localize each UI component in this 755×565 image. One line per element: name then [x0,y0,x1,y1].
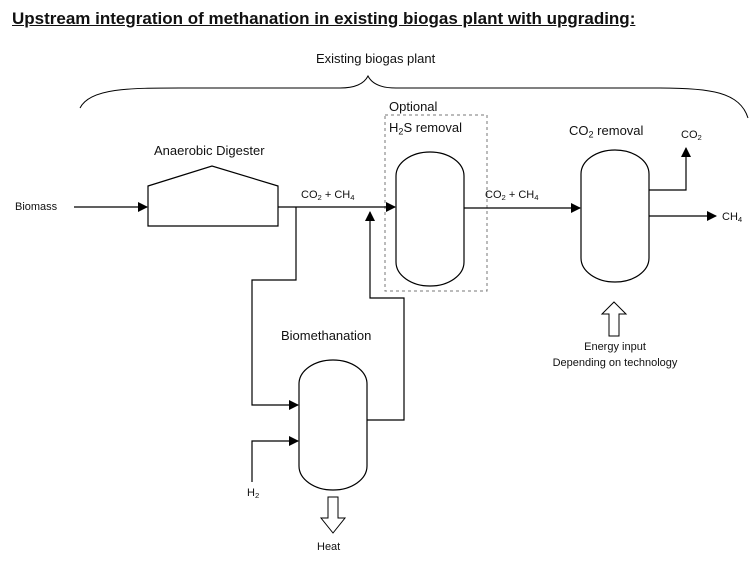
optional-h2s-box [384,114,488,292]
arrow-co2-out [649,147,691,191]
label-biomethanation: Biomethanation [281,328,372,343]
label-heat: Heat [317,541,341,553]
label-co2-out: CO2 [681,129,702,142]
h2s-removal-column [395,151,465,287]
arrow-to-biomethanation [251,207,299,410]
label-optional: Optional [389,99,438,114]
label-ch4-out: CH4 [722,211,743,224]
co2-removal-column [580,149,650,283]
label-energy-input: Energy input [584,341,646,353]
label-existing-plant: Existing biogas plant [316,51,436,66]
biomethanation-column [298,359,368,491]
label-h2-in: H2 [247,487,260,500]
label-h2s-removal: H2S removal [389,120,462,137]
label-energy-depending: Depending on technology [552,357,678,369]
energy-input-arrow [600,301,628,337]
label-anaerobic-digester: Anaerobic Digester [154,143,265,158]
anaerobic-digester-shape [147,165,279,227]
label-stream-2: CO2 + CH4 [485,189,539,202]
heat-arrow [319,496,347,534]
diagram-title: Upstream integration of methanation in e… [12,9,636,28]
existing-plant-brace [79,74,749,119]
label-stream-1: CO2 + CH4 [301,189,355,202]
arrow-h2-in [251,436,299,482]
arrow-biomethanation-return [365,211,405,421]
label-biomass: Biomass [15,201,58,213]
label-co2-removal: CO2 removal [569,123,644,140]
